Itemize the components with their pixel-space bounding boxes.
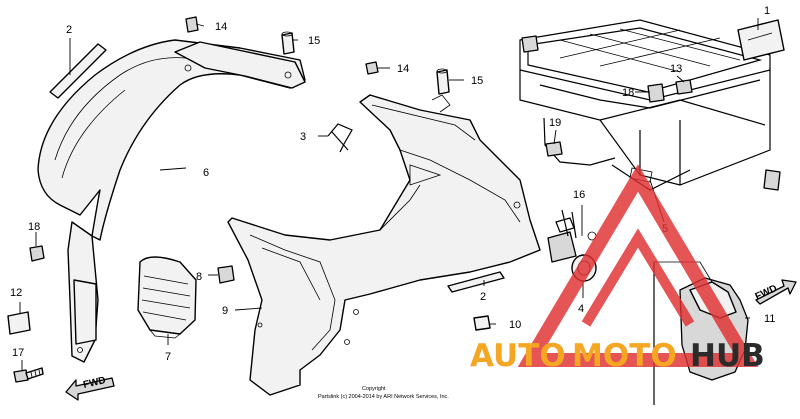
part-clip — [327, 123, 353, 153]
callout-13: 13 — [670, 63, 682, 75]
callout-10: 10 — [509, 319, 521, 331]
copyright-line-1: Copyright — [362, 386, 386, 392]
callout-18a: 18 — [28, 221, 40, 233]
callout-3: 3 — [300, 131, 306, 143]
copyright-line-2: Partslink (c) 2004-2014 by ARI Network S… — [318, 394, 449, 400]
part-bolt — [13, 367, 44, 383]
callout-11: 11 — [764, 313, 775, 325]
fwd-arrow-right: FWD — [754, 279, 797, 305]
callout-17: 17 — [12, 347, 24, 359]
part-grille — [137, 256, 197, 339]
watermark-text: AUTO MOTO HUB — [470, 338, 765, 374]
callout-7: 7 — [165, 351, 171, 363]
watermark-triangle — [517, 164, 759, 367]
watermark-hub: HUB — [690, 338, 765, 374]
part-center-cover — [227, 94, 541, 396]
part-collar-14a — [185, 16, 199, 33]
callout-9: 9 — [222, 305, 228, 317]
part-pad-small — [473, 315, 491, 331]
part-plate — [737, 19, 785, 61]
watermark-moto: MOTO — [572, 338, 677, 374]
part-pad — [7, 311, 31, 335]
callout-4: 4 — [578, 303, 584, 315]
callout-2b: 2 — [480, 291, 486, 303]
part-grommet-right — [647, 83, 665, 103]
watermark-auto: AUTO — [470, 338, 566, 374]
fwd-arrow-left: FWD — [65, 375, 115, 401]
part-strip-right — [447, 271, 505, 293]
callout-15b: 15 — [471, 75, 483, 87]
part-collar-15b — [436, 68, 450, 95]
callout-1: 1 — [764, 5, 770, 17]
watermark-logo — [517, 164, 759, 367]
callout-15a: 15 — [308, 35, 320, 47]
part-strip-left — [49, 43, 107, 99]
part-cable-nut — [545, 141, 563, 157]
leader-lines — [19, 18, 759, 370]
part-clip-nut — [217, 265, 235, 284]
callout-8: 8 — [196, 271, 202, 283]
callout-16: 16 — [573, 189, 585, 201]
callout-12: 12 — [10, 287, 22, 299]
fwd-label-left: FWD — [82, 375, 107, 391]
part-cap — [675, 79, 693, 95]
part-grommet-left — [29, 245, 45, 262]
callout-18b: 18 — [622, 87, 634, 99]
callout-6: 6 — [203, 167, 209, 179]
callout-14a: 14 — [215, 21, 227, 33]
callouts: 2 14 15 6 14 15 3 18 12 17 7 8 9 2 10 4 … — [10, 5, 775, 363]
part-collar-15a — [281, 31, 295, 55]
callout-19: 19 — [549, 117, 561, 129]
part-collar-14b — [365, 61, 379, 75]
callout-14b: 14 — [397, 63, 409, 75]
callout-2a: 2 — [66, 24, 72, 36]
part-rear-fender — [37, 39, 306, 363]
